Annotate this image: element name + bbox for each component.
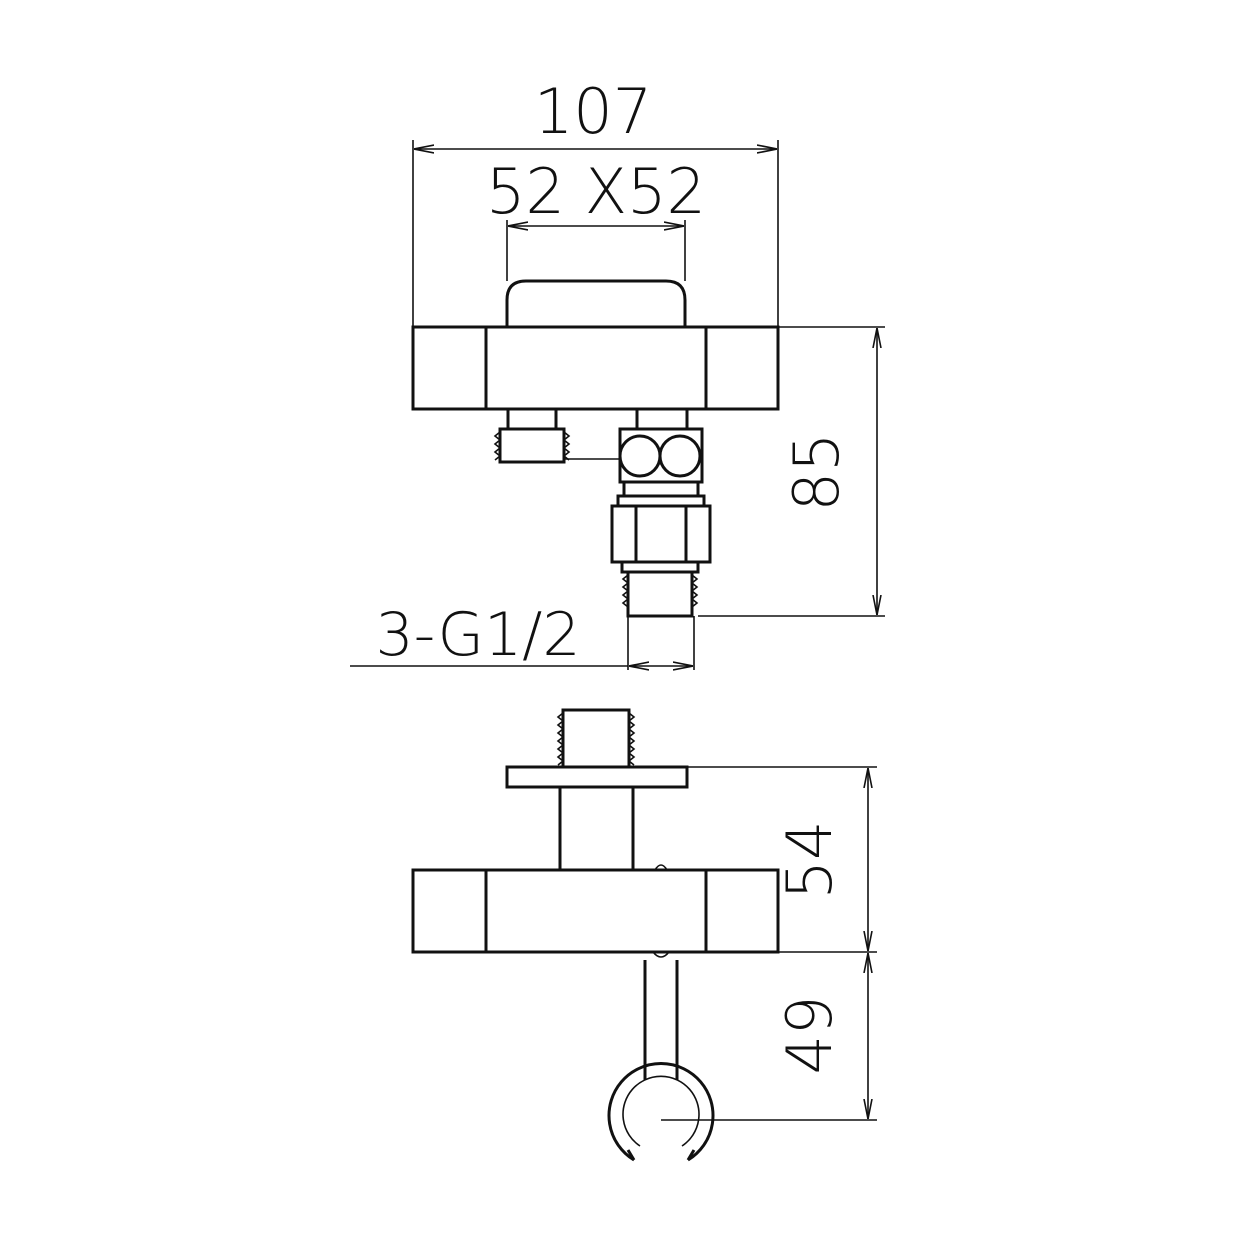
dim-upper-height: 54 — [773, 821, 846, 900]
side-body — [411, 868, 780, 954]
dim-connections: 3-G1/2 — [375, 600, 580, 670]
dim-lower-height: 49 — [773, 996, 846, 1075]
right-outlet — [610, 407, 712, 618]
top-handle — [505, 279, 687, 327]
hex-nut — [610, 504, 712, 564]
top-body — [411, 325, 780, 411]
left-outlet — [493, 407, 620, 464]
holder-ring — [607, 1062, 715, 1162]
top-view: 107 52 X52 85 3-G1/2 — [350, 75, 885, 670]
side-view: 54 49 — [411, 708, 877, 1162]
side-thread — [561, 708, 631, 769]
dim-overall-width: 107 — [534, 75, 652, 148]
dim-height: 85 — [780, 433, 853, 512]
side-stem — [558, 785, 635, 872]
side-wall-plate — [505, 765, 689, 789]
dim-handle-size: 52 X52 — [486, 155, 706, 228]
